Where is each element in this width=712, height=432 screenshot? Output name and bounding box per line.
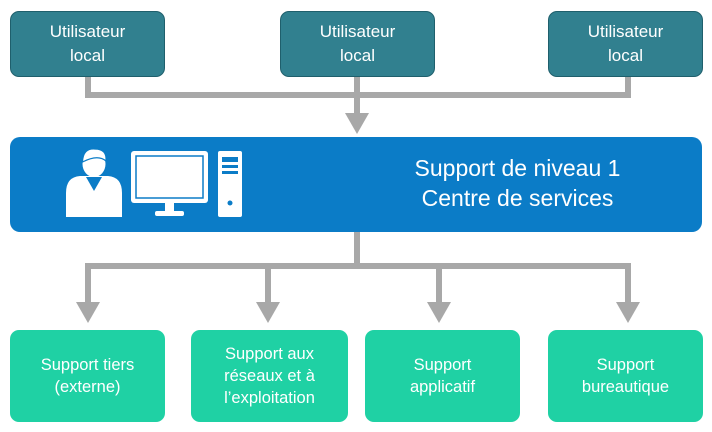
person-icon: [66, 148, 122, 217]
service-desk-title: Support de niveau 1 Centre de services: [345, 153, 690, 213]
local-user-box-2: Utilisateur local: [280, 11, 435, 77]
support-office-label: Support bureautique: [581, 356, 670, 396]
support-application-box: Support applicatif: [365, 330, 520, 422]
support-third-party-label: Support tiers (externe): [40, 356, 135, 396]
monitor-icon: [131, 151, 208, 216]
local-user-label: Utilisateur local: [49, 22, 126, 65]
local-user-box-3: Utilisateur local: [548, 11, 703, 77]
support-network-operations-box: Support aux réseaux et à l’exploitation: [191, 330, 348, 422]
local-user-label: Utilisateur local: [587, 22, 664, 65]
service-desk-line-1: Support de niveau 1: [414, 155, 621, 181]
computer-tower-icon: [218, 151, 242, 217]
service-desk-line-2: Centre de services: [421, 185, 614, 211]
support-application-label: Support applicatif: [409, 356, 476, 396]
local-user-box-1: Utilisateur local: [10, 11, 165, 77]
support-office-box: Support bureautique: [548, 330, 703, 422]
support-network-operations-label: Support aux réseaux et à l’exploitation: [224, 345, 315, 407]
service-desk-band: Support de niveau 1 Centre de services: [10, 137, 702, 232]
local-user-label: Utilisateur local: [319, 22, 396, 65]
support-third-party-box: Support tiers (externe): [10, 330, 165, 422]
